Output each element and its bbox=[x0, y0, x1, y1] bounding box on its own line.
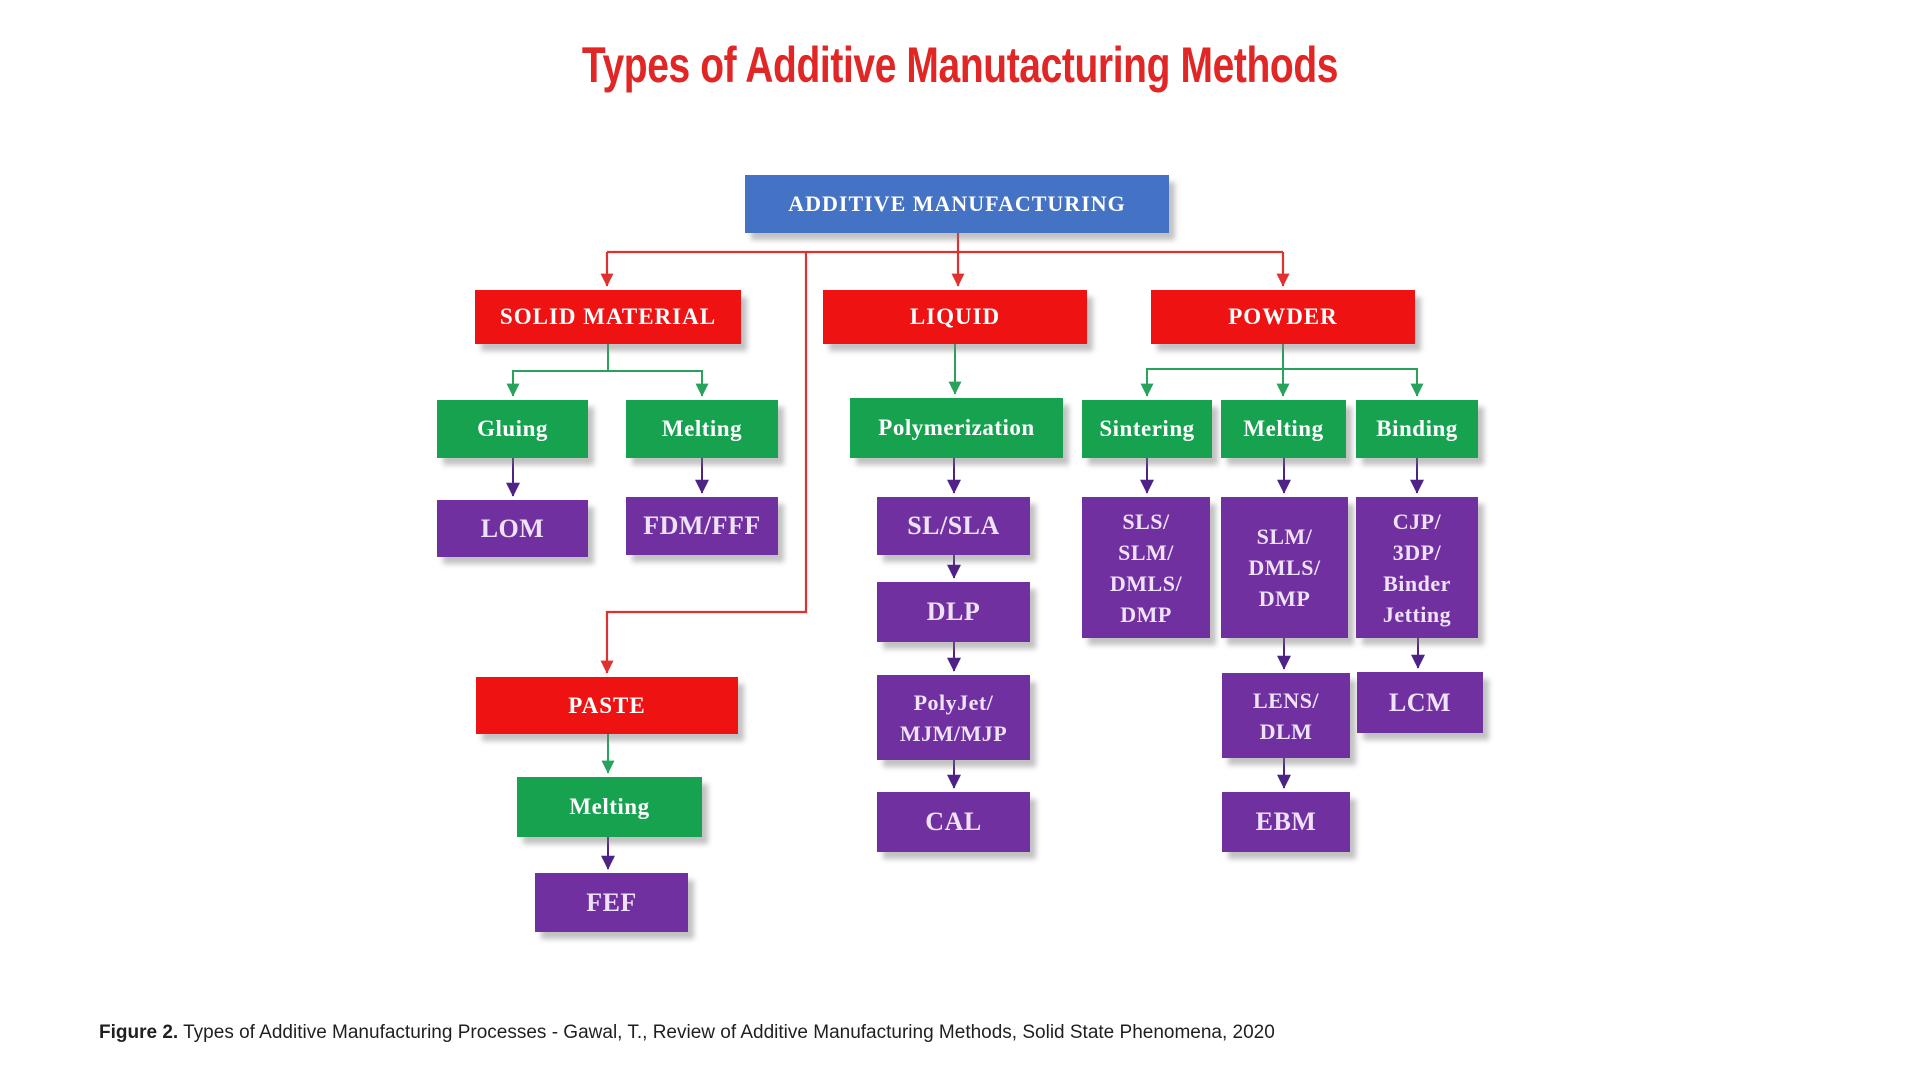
node-lens-dlm: LENS/ DLM bbox=[1222, 673, 1350, 758]
connector-solid-melting bbox=[607, 344, 709, 397]
node-melting-solid: Melting bbox=[626, 400, 778, 458]
node-lom: LOM bbox=[437, 500, 588, 557]
node-polymerization: Polymerization bbox=[850, 398, 1063, 458]
node-ebm: EBM bbox=[1222, 792, 1350, 852]
connector-powder-binding bbox=[1282, 344, 1424, 397]
node-sl-sla: SL/SLA bbox=[877, 497, 1030, 555]
node-slm-dmls-dmp: SLM/ DMLS/ DMP bbox=[1221, 497, 1348, 638]
node-sintering: Sintering bbox=[1082, 400, 1212, 458]
connector-root-paste bbox=[600, 252, 808, 674]
node-fdm-fff: FDM/FFF bbox=[626, 497, 778, 555]
node-gluing: Gluing bbox=[437, 400, 588, 458]
node-cal: CAL bbox=[877, 792, 1030, 852]
figure-title: Types of Additive Manutacturing Methods bbox=[581, 37, 1339, 93]
node-paste: PASTE bbox=[476, 677, 738, 734]
node-additive-manufacturing: ADDITIVE MANUFACTURING bbox=[745, 175, 1169, 233]
node-polyjet-mjm-mjp: PolyJet/ MJM/MJP bbox=[877, 675, 1030, 760]
node-solid-material: SOLID MATERIAL bbox=[475, 290, 741, 344]
connector-solid-gluing bbox=[506, 344, 609, 397]
figure-caption: Figure 2. Types of Additive Manufacturin… bbox=[99, 1022, 1275, 1044]
caption-label: Figure 2. bbox=[99, 1022, 179, 1043]
node-liquid: LIQUID bbox=[823, 290, 1087, 344]
node-cjp-3dp-binder-jetting: CJP/ 3DP/ Binder Jetting bbox=[1356, 497, 1478, 638]
node-melting-paste: Melting bbox=[517, 777, 702, 837]
connector-powder-sintering bbox=[1140, 344, 1284, 397]
node-binding: Binding bbox=[1356, 400, 1478, 458]
caption-text: Types of Additive Manufacturing Processe… bbox=[178, 1022, 1275, 1043]
node-sls-slm-dmls-dmp: SLS/ SLM/ DMLS/ DMP bbox=[1082, 497, 1210, 638]
node-dlp: DLP bbox=[877, 582, 1030, 642]
node-lcm: LCM bbox=[1357, 672, 1483, 733]
node-powder: POWDER bbox=[1151, 290, 1415, 344]
node-fef: FEF bbox=[535, 873, 688, 932]
node-melting-powder: Melting bbox=[1221, 400, 1346, 458]
